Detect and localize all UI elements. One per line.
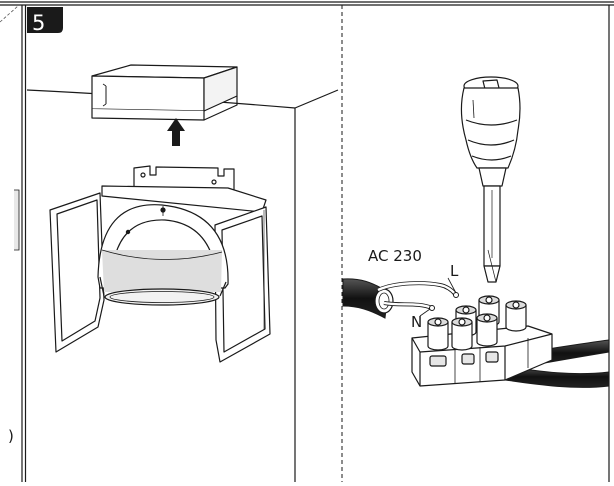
live-label: L <box>450 262 459 280</box>
live-leader <box>447 277 457 294</box>
edge-mark: ) <box>8 427 14 445</box>
mounting-bracket <box>49 165 271 363</box>
neutral-leader <box>419 308 431 317</box>
terminal-screw <box>451 317 473 351</box>
step-badge <box>27 7 63 33</box>
terminal-block-icon <box>411 295 553 387</box>
screwdriver-icon <box>460 76 521 283</box>
light-fixture <box>97 204 229 306</box>
left-edge-shape <box>14 189 20 251</box>
step-number: 5 <box>32 11 45 35</box>
terminal-screw <box>476 313 498 347</box>
left-dashed-guide <box>0 5 19 23</box>
terminal-screw <box>427 317 449 351</box>
terminal-screw <box>505 300 527 332</box>
junction-box <box>91 64 238 121</box>
voltage-label: AC 230 <box>368 247 422 265</box>
neutral-label: N <box>411 313 422 331</box>
up-arrow-icon <box>167 118 185 146</box>
